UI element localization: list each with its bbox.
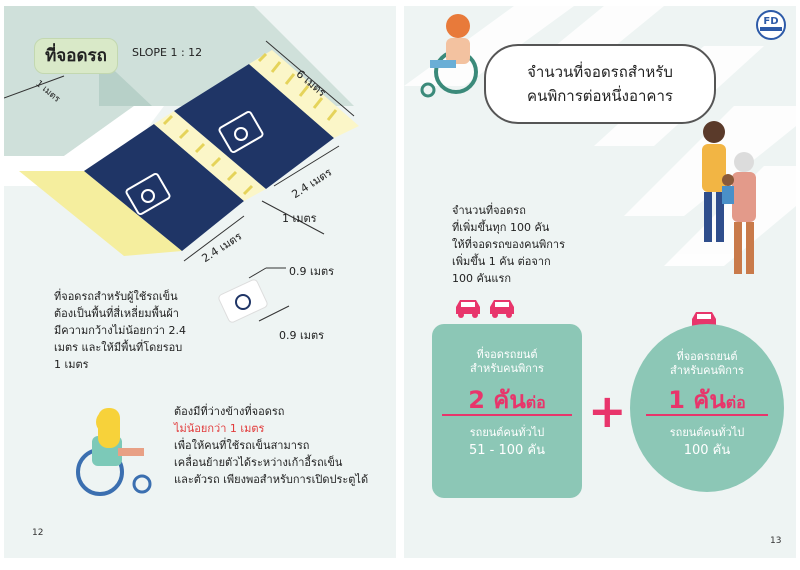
wheelchair-symbol-icon [218, 110, 264, 154]
space-paragraph: ต้องมีที่ว่างข้างที่จอดรถ ไม่น้อยกว่า 1 … [174, 405, 369, 486]
wheelchair-symbol-icon [125, 172, 171, 216]
ratio-value: 2 คัน [468, 386, 526, 414]
curb [4, 106, 164, 186]
parking-slot-2 [174, 64, 334, 189]
page-number: 12 [32, 528, 44, 538]
dim-0-9m-a: 0.9 เมตร [289, 265, 335, 278]
family-illustration [702, 121, 756, 274]
left-page: FD [4, 6, 396, 558]
fraction-line [442, 414, 572, 416]
slope-label: SLOPE 1 : 12 [132, 46, 203, 59]
page-title: ที่จอดรถ [34, 38, 118, 74]
page-number: 13 [770, 536, 782, 546]
dim-0-9m-b: 0.9 เมตร [279, 329, 325, 342]
speech-bubble: จำนวนที่จอดรถสำหรับ คนพิการต่อหนึ่งอาคาร [484, 44, 716, 124]
hatched-area-middle [154, 111, 266, 201]
wheelchair-symbol-small [218, 279, 268, 323]
ratio-value: 1 คัน [668, 386, 726, 414]
person-in-wheelchair-illustration [76, 408, 152, 496]
ratio-box-a: ที่จอดรถยนต์ สำหรับคนพิการ 2 คันต่อ รถยน… [432, 324, 582, 498]
plus-sign: + [588, 384, 627, 438]
dim-1m-gap: 1 เมตร [282, 212, 317, 225]
fd-logo: FD [756, 10, 786, 40]
person-in-wheelchair-illustration [420, 14, 478, 98]
right-page: FD จำนวนที่จอดรถสำหรับ คนพิการต่อหนึ่งอา… [404, 6, 796, 558]
yellow-aisle [19, 171, 182, 256]
car-icon [456, 300, 514, 318]
fraction-line [646, 414, 768, 416]
ratio-box-b: ที่จอดรถยนต์ สำหรับคนพิการ 1 คันต่อ รถยน… [630, 324, 784, 492]
parking-paragraph: ที่จอดรถสำหรับผู้ใช้รถเข็น ต้องเป็นพื้นท… [54, 290, 186, 371]
increment-paragraph: จำนวนที่จอดรถ ที่เพิ่มขึ้นทุก 100 คัน ให… [452, 204, 566, 285]
